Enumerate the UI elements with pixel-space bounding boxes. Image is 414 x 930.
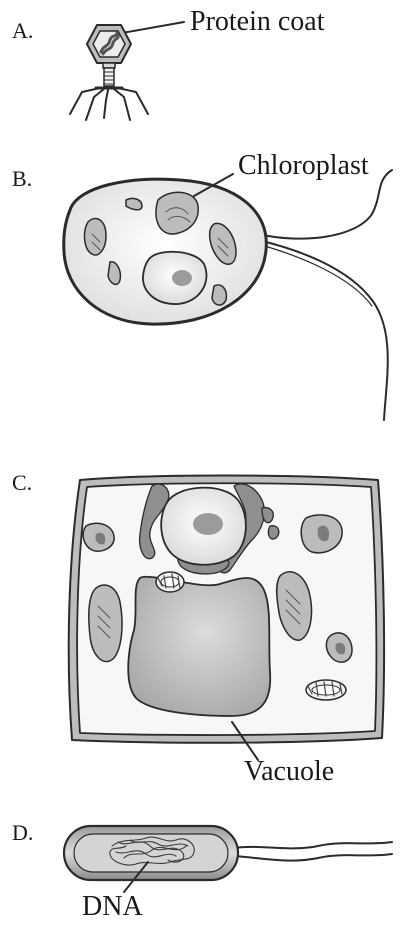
protist-illustration xyxy=(64,170,392,420)
bacterium-illustration xyxy=(64,826,392,892)
flagellum xyxy=(258,240,388,420)
virus-illustration xyxy=(70,22,184,120)
central-vacuole xyxy=(128,577,270,716)
plant-cell-illustration xyxy=(69,476,384,761)
tail-fibers xyxy=(70,88,148,120)
protein-coat-leader-line xyxy=(122,22,184,33)
bacterial-flagellum xyxy=(234,842,392,848)
plant-nucleolus xyxy=(193,513,223,535)
protist-nucleolus xyxy=(172,270,192,286)
tail-sheath xyxy=(104,68,114,86)
